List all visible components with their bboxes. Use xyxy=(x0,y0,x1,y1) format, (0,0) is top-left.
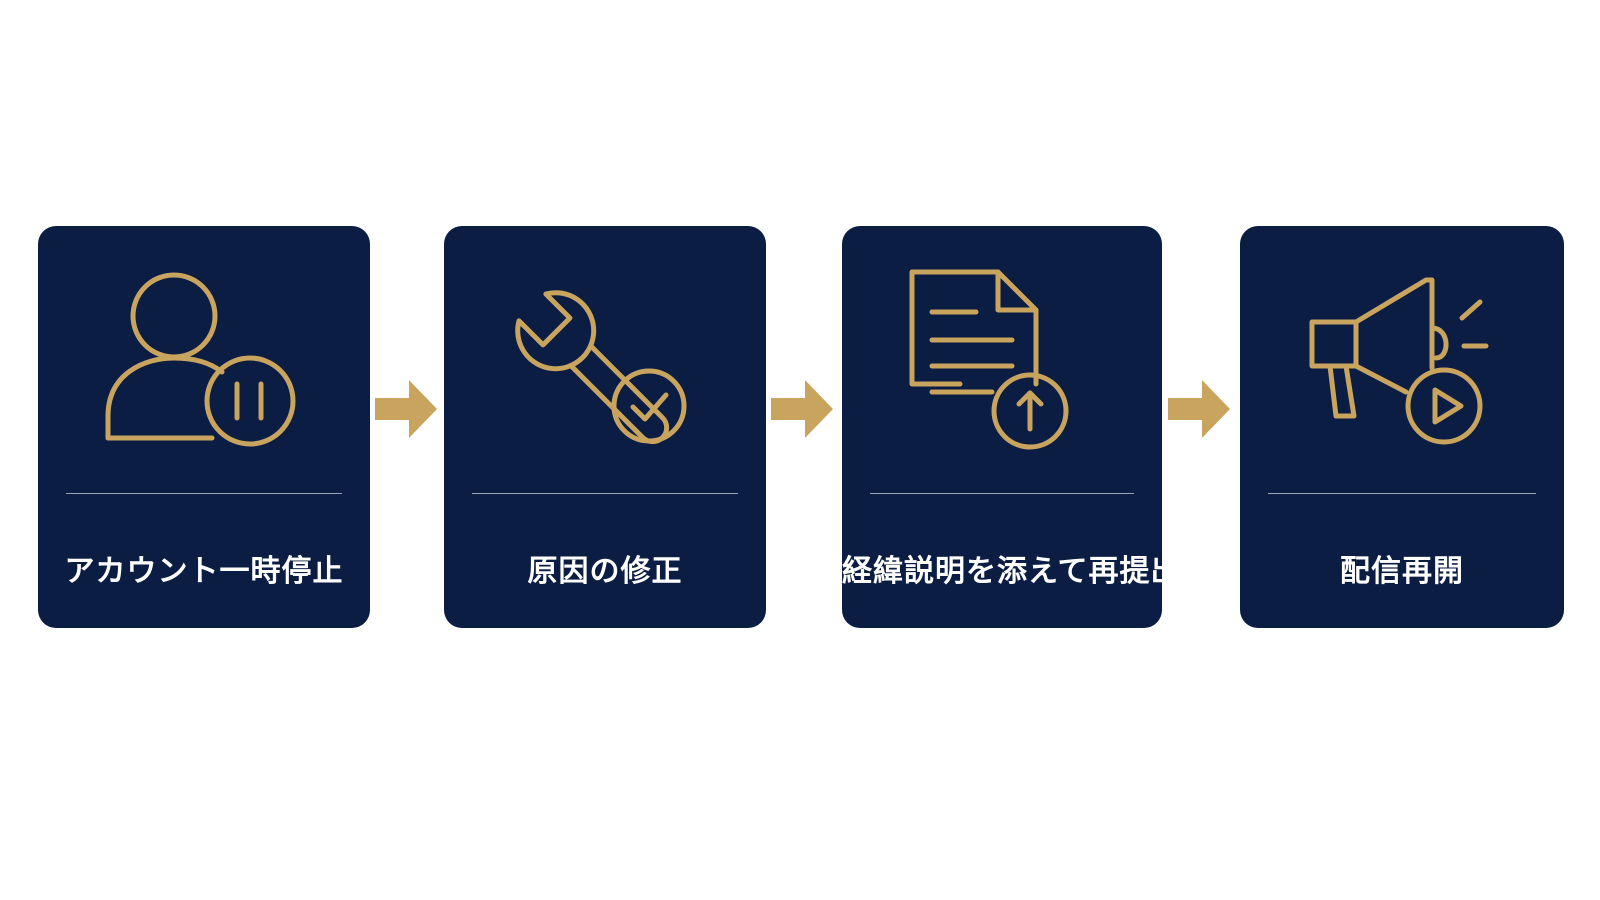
step-1-icon-area xyxy=(38,266,370,456)
step-4-label: 配信再開 xyxy=(1340,554,1464,589)
step-3-icon-area xyxy=(842,266,1162,456)
arrow-right-icon xyxy=(771,380,833,438)
step-3-divider xyxy=(870,493,1134,494)
arrow-right-icon xyxy=(1168,380,1230,438)
step-4-icon-area xyxy=(1240,266,1564,456)
step-3-label: 経緯説明を添えて再提出 xyxy=(842,554,1182,589)
document-upload-icon xyxy=(909,269,1069,450)
step-1-divider xyxy=(66,493,342,494)
step-2-label: 原因の修正 xyxy=(527,554,683,589)
wrench-check-icon xyxy=(515,290,687,445)
step-card-3: 経緯説明を添えて再提出 xyxy=(842,226,1182,628)
arrow-right-icon xyxy=(375,380,437,438)
step-2-icon-area xyxy=(444,266,766,456)
step-card-2: 原因の修正 xyxy=(444,226,766,628)
step-1-label: アカウント一時停止 xyxy=(64,554,344,589)
step-2-divider xyxy=(472,493,738,494)
step-card-1: アカウント一時停止 xyxy=(38,226,370,628)
megaphone-play-icon xyxy=(1309,277,1489,445)
user-pause-icon xyxy=(105,272,296,447)
step-card-4: 配信再開 xyxy=(1240,226,1564,628)
step-4-divider xyxy=(1268,493,1536,494)
